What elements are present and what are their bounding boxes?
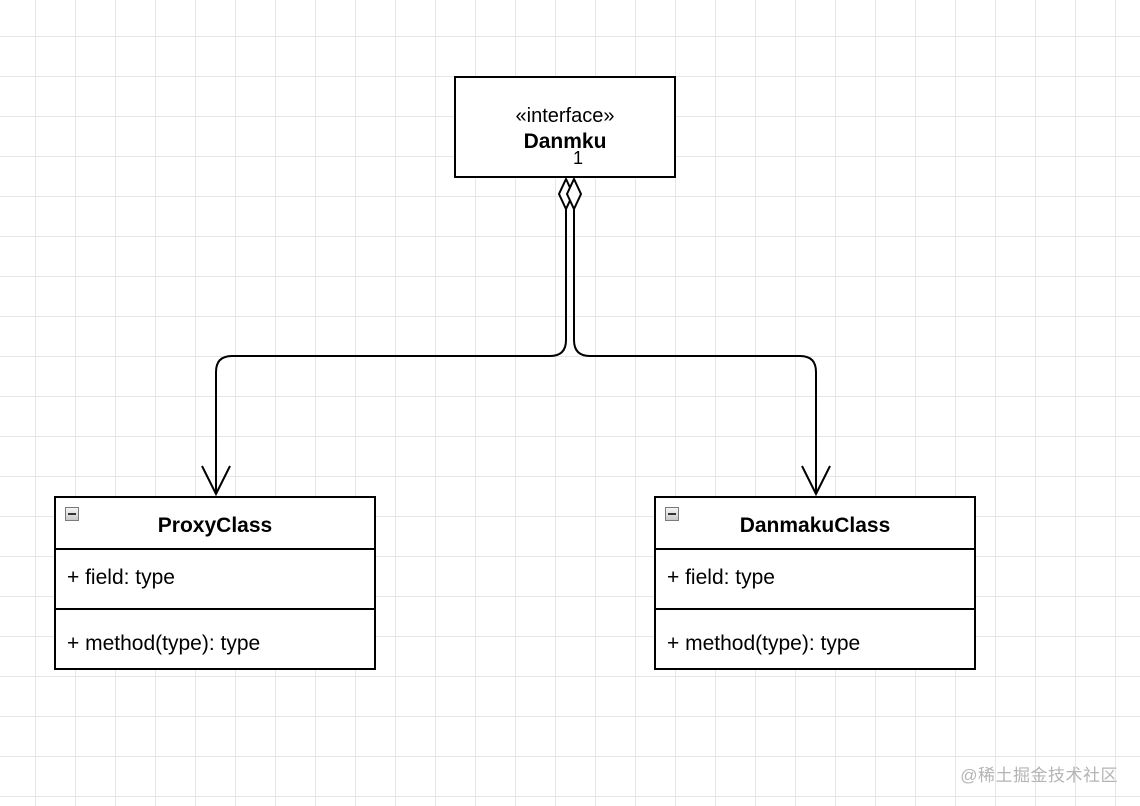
watermark-text: @稀土掘金技术社区 — [960, 766, 1118, 785]
class-header: ProxyClass — [56, 498, 374, 550]
interface-stereotype: «interface» — [515, 105, 615, 127]
class-methods-section: + method(type): type — [656, 610, 974, 668]
collapse-icon[interactable] — [65, 507, 79, 521]
collapse-icon[interactable] — [665, 507, 679, 521]
open-arrowhead-proxy — [201, 465, 231, 497]
class-box-proxy[interactable]: ProxyClass + field: type + method(type):… — [54, 496, 376, 670]
class-fields-section: + field: type — [656, 550, 974, 610]
class-methods-section: + method(type): type — [56, 610, 374, 668]
aggregation-line-proxy[interactable] — [215, 209, 567, 494]
class-fields-section: + field: type — [56, 550, 374, 610]
method-item[interactable]: + method(type): type — [67, 632, 261, 655]
aggregation-diamond-right — [565, 176, 583, 212]
aggregation-line-danmaku[interactable] — [573, 209, 817, 494]
interface-name: Danmku — [523, 130, 607, 153]
multiplicity-label: 1 — [573, 148, 584, 168]
interface-box-danmku[interactable]: «interface» Danmku — [454, 76, 676, 178]
class-header: DanmakuClass — [656, 498, 974, 550]
method-item[interactable]: + method(type): type — [667, 632, 861, 655]
field-item[interactable]: + field: type — [667, 566, 775, 589]
field-item[interactable]: + field: type — [67, 566, 175, 589]
class-box-danmaku[interactable]: DanmakuClass + field: type + method(type… — [654, 496, 976, 670]
class-name: ProxyClass — [157, 514, 273, 537]
class-name: DanmakuClass — [739, 514, 891, 537]
open-arrowhead-danmaku — [801, 465, 831, 497]
